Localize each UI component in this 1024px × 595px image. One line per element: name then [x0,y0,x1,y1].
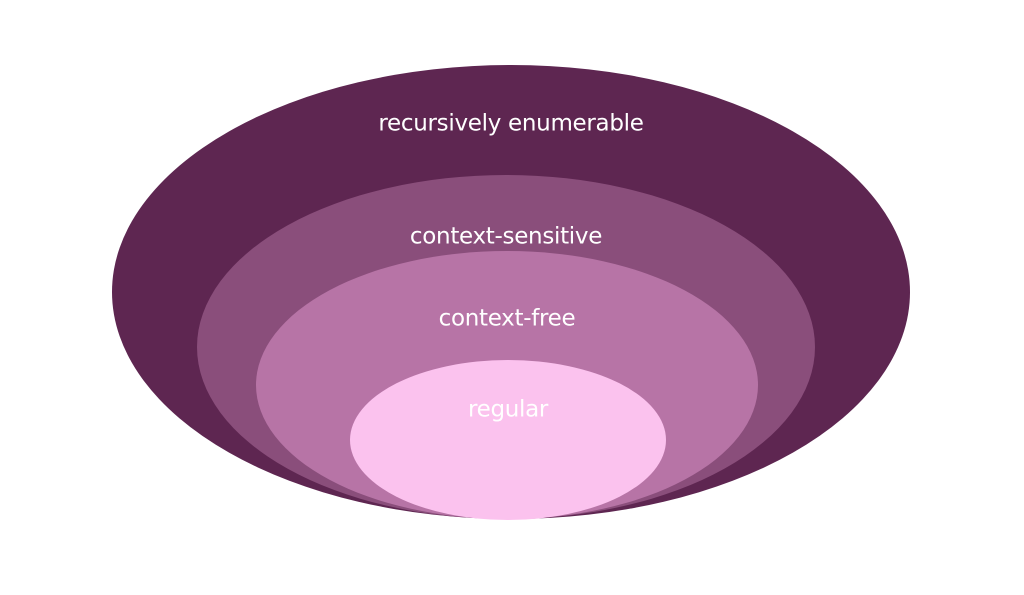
layer-regular: regular [350,360,666,520]
label-recursively-enumerable: recursively enumerable [378,111,643,137]
label-regular: regular [468,397,549,423]
ellipse-regular [350,360,666,520]
label-context-sensitive: context-sensitive [410,224,602,250]
label-context-free: context-free [439,306,576,332]
